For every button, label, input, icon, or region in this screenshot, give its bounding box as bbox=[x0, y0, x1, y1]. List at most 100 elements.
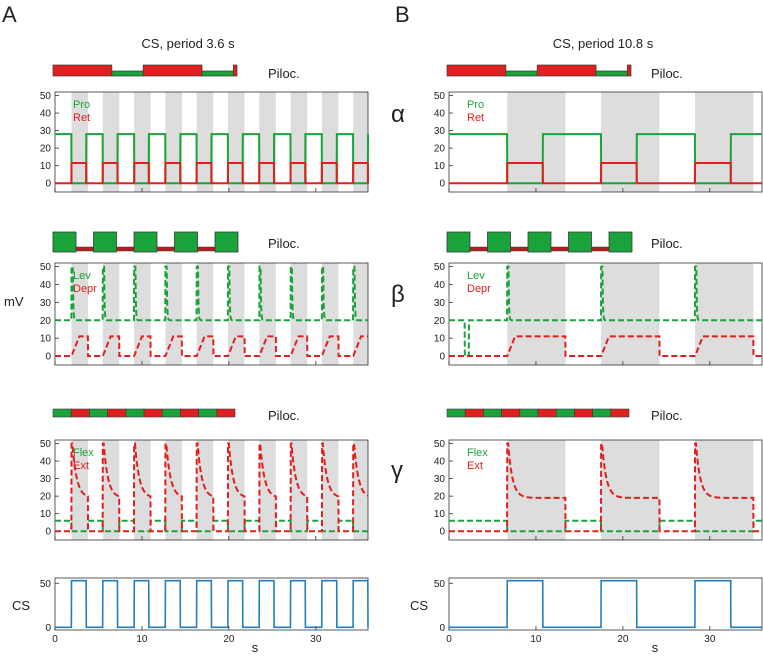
y-tick-label: 0 bbox=[45, 527, 51, 538]
piloc-block-green bbox=[446, 231, 471, 253]
x-tick-label: 30 bbox=[704, 634, 716, 645]
piloc-block-green bbox=[487, 231, 511, 253]
legend-entry: Depr bbox=[467, 283, 491, 295]
y-tick-label: 50 bbox=[40, 262, 52, 273]
piloc-segment-red bbox=[536, 64, 597, 77]
y-tick-label: 0 bbox=[439, 179, 445, 190]
shaded-epoch bbox=[196, 263, 214, 365]
piloc-label-b-gamma: Piloc. bbox=[651, 408, 683, 423]
y-tick-label: 0 bbox=[439, 623, 445, 634]
y-tick-label: 50 bbox=[40, 91, 52, 102]
piloc-segment-red bbox=[626, 64, 632, 77]
shaded-epoch bbox=[165, 263, 182, 365]
y-tick-label: 50 bbox=[434, 579, 446, 590]
piloc-segment bbox=[216, 408, 236, 418]
shaded-epoch bbox=[321, 92, 339, 192]
piloc-block-green bbox=[133, 231, 158, 253]
shaded-epoch bbox=[259, 92, 276, 192]
row-label-alpha: α bbox=[391, 101, 405, 128]
y-tick-label: 20 bbox=[434, 492, 446, 503]
x-tick-label: 30 bbox=[310, 634, 322, 645]
y-tick-label: 10 bbox=[434, 334, 446, 345]
piloc-segment bbox=[483, 408, 502, 418]
piloc-block-green bbox=[608, 231, 633, 253]
y-tick-label: 10 bbox=[434, 161, 446, 172]
series-line-lev bbox=[55, 265, 368, 322]
shaded-epoch bbox=[196, 92, 214, 192]
panel-label-a: A bbox=[2, 2, 17, 27]
piloc-segment bbox=[610, 408, 630, 418]
y-tick-label: 40 bbox=[434, 280, 446, 291]
legend-entry: Ret bbox=[467, 112, 484, 124]
y-tick-label: 0 bbox=[45, 623, 51, 634]
piloc-block-green bbox=[174, 231, 198, 253]
piloc-segment-green bbox=[111, 70, 144, 77]
shaded-epoch bbox=[71, 440, 89, 540]
shaded-epoch bbox=[601, 92, 660, 192]
piloc-segment-green bbox=[505, 70, 538, 77]
plot-frame-gamma bbox=[54, 439, 369, 541]
y-tick-label: 0 bbox=[439, 352, 445, 363]
plot-frame-beta bbox=[448, 262, 763, 366]
shaded-epoch bbox=[102, 92, 120, 192]
piloc-segment bbox=[198, 408, 218, 418]
y-tick-label: 30 bbox=[434, 298, 446, 309]
shaded-epoch bbox=[134, 263, 151, 365]
shaded-epoch bbox=[165, 440, 182, 540]
legend-entry: Ext bbox=[467, 460, 483, 472]
legend-entry: Flex bbox=[467, 447, 488, 459]
plot-frame-cs bbox=[448, 577, 763, 631]
piloc-segment bbox=[501, 408, 521, 418]
piloc-segment bbox=[70, 408, 90, 418]
plot-frame-alpha bbox=[448, 91, 763, 193]
x-tick-label: 10 bbox=[530, 634, 542, 645]
series-line-pro bbox=[449, 133, 762, 185]
shaded-epoch bbox=[290, 92, 308, 192]
y-tick-label: 30 bbox=[434, 126, 446, 137]
legend-entry: Ret bbox=[73, 112, 90, 124]
y-tick-label: 30 bbox=[40, 126, 52, 137]
y-tick-label: 20 bbox=[40, 316, 52, 327]
shaded-epoch bbox=[507, 92, 566, 192]
y-tick-label: 0 bbox=[45, 179, 51, 190]
shaded-epoch bbox=[259, 263, 276, 365]
y-tick-label: 50 bbox=[40, 579, 52, 590]
shaded-epoch bbox=[196, 440, 214, 540]
legend-entry: Lev bbox=[467, 270, 485, 282]
legend-entry: Depr bbox=[73, 283, 97, 295]
y-tick-label: 50 bbox=[434, 439, 446, 450]
y-tick-label: 30 bbox=[434, 474, 446, 485]
y-axis-label-cs-a: CS bbox=[12, 598, 30, 613]
row-label-gamma: γ bbox=[391, 457, 403, 484]
y-axis-label-cs-b: CS bbox=[410, 598, 428, 613]
shaded-epoch bbox=[134, 92, 151, 192]
y-tick-label: 30 bbox=[40, 298, 52, 309]
shaded-epoch bbox=[695, 263, 754, 365]
piloc-segment-green bbox=[201, 70, 234, 77]
piloc-segment-red bbox=[232, 64, 238, 77]
legend-entry: Ext bbox=[73, 460, 89, 472]
piloc-segment bbox=[180, 408, 199, 418]
y-tick-label: 20 bbox=[40, 492, 52, 503]
piloc-segment bbox=[537, 408, 557, 418]
shaded-epoch bbox=[353, 92, 368, 192]
series-line-pro bbox=[55, 133, 369, 185]
x-axis-label-a: s bbox=[252, 640, 259, 655]
legend-entry: Flex bbox=[73, 447, 94, 459]
x-axis-label-b: s bbox=[652, 640, 659, 655]
piloc-segment-red bbox=[142, 64, 203, 77]
x-tick-label: 20 bbox=[223, 634, 235, 645]
piloc-segment bbox=[161, 408, 181, 418]
piloc-segment bbox=[464, 408, 484, 418]
piloc-segment bbox=[52, 408, 72, 418]
y-tick-label: 40 bbox=[434, 457, 446, 468]
y-tick-label: 20 bbox=[434, 316, 446, 327]
shaded-epoch bbox=[290, 263, 308, 365]
panel-label-b: B bbox=[395, 2, 410, 27]
y-tick-label: 0 bbox=[439, 527, 445, 538]
y-tick-label: 40 bbox=[40, 109, 52, 120]
column-a-title: CS, period 3.6 s bbox=[141, 36, 235, 51]
piloc-segment bbox=[125, 408, 145, 418]
series-line-depr bbox=[55, 335, 368, 358]
legend-entry: Pro bbox=[467, 99, 484, 111]
